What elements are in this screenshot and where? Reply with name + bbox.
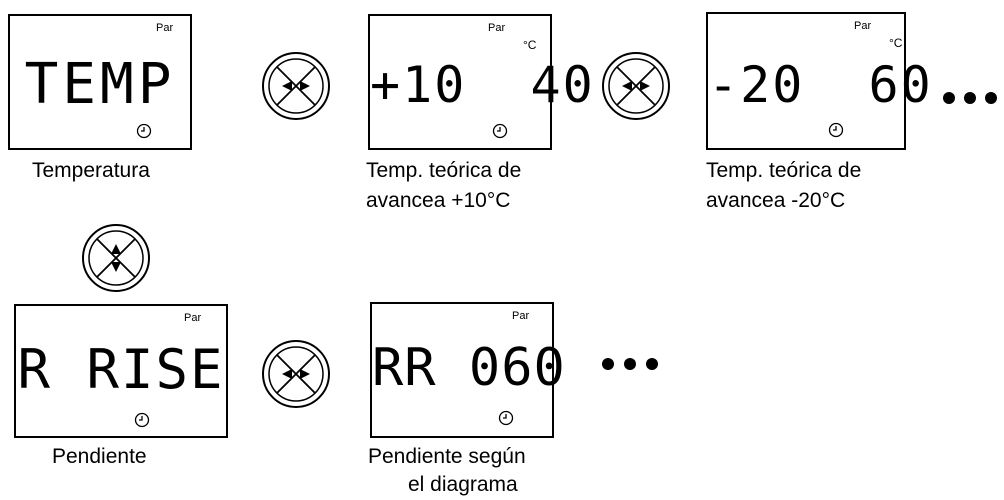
celsius-unit: °C	[889, 36, 903, 50]
nav-pad-left-right-icon	[262, 52, 330, 120]
segment-display: RR 060	[372, 338, 566, 398]
caption-temp-minus20-line2: avancea -20°C	[706, 189, 846, 212]
segment-display: -20 60	[708, 56, 933, 114]
caption-pendiente: Pendiente	[52, 445, 147, 468]
nav-pad-left-right-icon	[602, 52, 670, 120]
lcd-screen-temp: Par TEMP	[8, 14, 192, 150]
clock-icon	[492, 123, 508, 139]
caption-temperatura: Temperatura	[32, 159, 150, 182]
caption-temp-plus10-line1: Temp. teórica de	[366, 159, 522, 182]
lcd-screen-rr: Par RR 060	[370, 302, 566, 438]
par-label: Par	[512, 310, 530, 322]
clock-icon	[136, 123, 152, 139]
caption-temp-minus20-line1: Temp. teórica de	[706, 159, 862, 182]
lcd-screen-temp-minus20: Par °C -20 60	[706, 12, 933, 150]
celsius-unit: °C	[523, 38, 537, 52]
nav-pad-up-down-icon	[82, 224, 150, 292]
segment-display: +10 40	[370, 56, 595, 114]
ellipsis-dots-icon	[602, 358, 658, 370]
caption-temp-plus10-line2: avancea +10°C	[366, 189, 511, 212]
par-label: Par	[488, 22, 506, 34]
ellipsis-dots-icon	[943, 92, 997, 104]
caption-pendiente-diagrama-line2: el diagrama	[408, 473, 518, 496]
nav-pad-left-right-icon	[262, 340, 330, 408]
clock-icon	[828, 122, 844, 138]
segment-display: R RISE	[17, 338, 225, 401]
caption-pendiente-diagrama-line1: Pendiente según	[368, 445, 526, 468]
lcd-screen-rise: Par R RISE	[14, 304, 228, 438]
clock-icon	[134, 412, 150, 428]
par-label: Par	[184, 312, 202, 324]
clock-icon	[498, 410, 514, 426]
par-label: Par	[156, 22, 174, 34]
lcd-screen-temp-plus10: Par °C +10 40	[368, 14, 595, 150]
segment-display: TEMP	[24, 52, 176, 117]
par-label: Par	[854, 20, 872, 32]
